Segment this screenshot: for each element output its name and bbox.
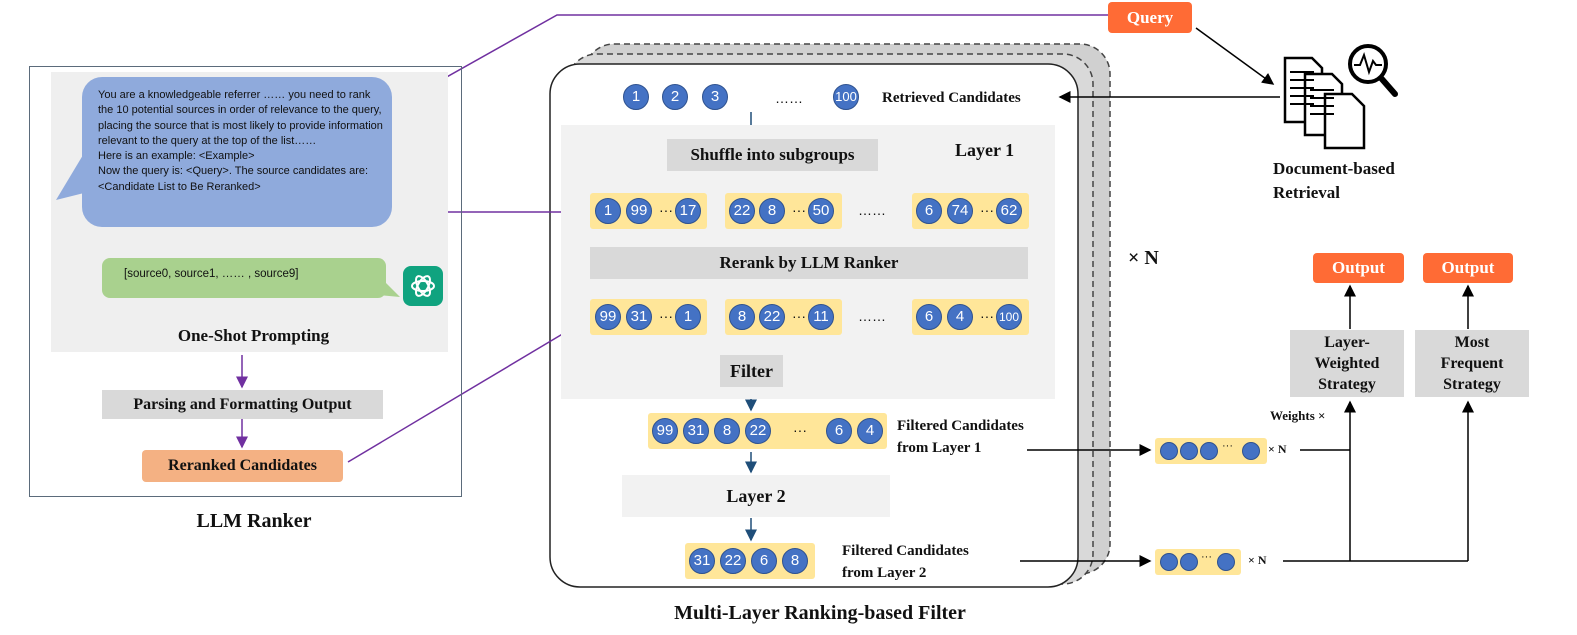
inner-ellipsis: ··· xyxy=(659,202,673,218)
candidate-circle: 31 xyxy=(626,304,652,330)
layer-weighted-strategy-box: Layer- Weighted Strategy xyxy=(1290,330,1404,397)
one-shot-label: One-Shot Prompting xyxy=(177,326,330,345)
query-box: Query xyxy=(1108,2,1192,33)
filtered-l1-ellipsis: ··· xyxy=(793,422,807,438)
times-n-small-2: × N xyxy=(1248,553,1267,567)
shuffle-box: Shuffle into subgroups xyxy=(667,139,878,171)
doc-retrieval-label-1: Document-based xyxy=(1273,159,1395,178)
prompt-bubble xyxy=(82,77,392,227)
candidate-circle: 100 xyxy=(996,304,1022,330)
candidate-circle: 8 xyxy=(782,548,808,574)
candidate-circle: 6 xyxy=(916,304,942,330)
most-frequent-line-2: Frequent xyxy=(1440,355,1504,372)
most-frequent-strategy-box: Most Frequent Strategy xyxy=(1415,330,1529,397)
most-frequent-line-1: Most xyxy=(1454,334,1490,351)
layer-weighted-line-2: Weighted xyxy=(1314,355,1380,372)
candidate-circle: 1 xyxy=(675,304,701,330)
prompt-query: Now the query is: <Query>. The source ca… xyxy=(98,165,369,193)
small-ellipsis: ··· xyxy=(1222,440,1233,452)
candidate-circle: 22 xyxy=(729,198,755,224)
retrieved-circle: 1 xyxy=(623,84,649,110)
times-n-small-1: × N xyxy=(1268,442,1287,456)
candidate-circle: 6 xyxy=(826,418,852,444)
small-circle xyxy=(1180,553,1198,571)
candidate-circle: 22 xyxy=(720,548,746,574)
llm-ranker-panel xyxy=(29,66,462,497)
between-ellipsis: …… xyxy=(858,308,886,324)
candidate-circle: 1 xyxy=(595,198,621,224)
small-circle xyxy=(1200,442,1218,460)
retrieved-ellipsis: …… xyxy=(775,90,803,106)
small-circle xyxy=(1217,553,1235,571)
candidate-circle: 22 xyxy=(759,304,785,330)
llm-ranker-title: LLM Ranker xyxy=(196,510,312,532)
small-circle xyxy=(1242,442,1260,460)
candidate-circle: 50 xyxy=(808,198,834,224)
retrieved-circle: 2 xyxy=(662,84,688,110)
parsing-box: Parsing and Formatting Output xyxy=(102,390,383,419)
layer-weighted-line-3: Strategy xyxy=(1318,376,1376,393)
document-retrieval-icon xyxy=(1283,44,1398,150)
candidate-circle: 6 xyxy=(751,548,777,574)
response-bubble xyxy=(102,258,386,298)
layer-weighted-line-1: Layer- xyxy=(1324,334,1370,351)
layer2-box: Layer 2 xyxy=(622,475,890,517)
candidate-circle: 4 xyxy=(857,418,883,444)
small-circle xyxy=(1160,442,1178,460)
prompt-bubble-tail xyxy=(56,150,96,200)
candidate-circle: 31 xyxy=(689,548,715,574)
candidate-circle: 99 xyxy=(652,418,678,444)
small-ellipsis: ··· xyxy=(1201,551,1212,563)
candidate-circle: 11 xyxy=(808,304,834,330)
most-frequent-line-3: Strategy xyxy=(1443,376,1501,393)
filtered-l1-label-2: from Layer 1 xyxy=(897,440,982,456)
response-bubble-tail xyxy=(378,275,400,297)
weights-label: Weights × xyxy=(1270,408,1326,423)
small-circle xyxy=(1160,553,1178,571)
inner-ellipsis: ··· xyxy=(792,308,806,324)
filtered-l1-label-1: Filtered Candidates xyxy=(897,418,1024,434)
candidate-circle: 74 xyxy=(947,198,973,224)
prompt-example: Here is an example: <Example> xyxy=(98,150,255,163)
candidate-circle: 31 xyxy=(683,418,709,444)
inner-ellipsis: ··· xyxy=(659,308,673,324)
candidate-circle: 6 xyxy=(916,198,942,224)
prompt-text: You are a knowledgeable referrer …… you … xyxy=(98,88,388,195)
candidate-circle: 22 xyxy=(745,418,771,444)
candidate-circle: 8 xyxy=(759,198,785,224)
candidate-circle: 4 xyxy=(947,304,973,330)
candidate-circle: 99 xyxy=(595,304,621,330)
retrieved-label: Retrieved Candidates xyxy=(882,90,1021,106)
chatgpt-icon xyxy=(403,266,443,306)
candidate-circle: 17 xyxy=(675,198,701,224)
filtered-l2-label-1: Filtered Candidates xyxy=(842,543,969,559)
prompt-body: You are a knowledgeable referrer …… you … xyxy=(98,89,383,147)
layer1-label: Layer 1 xyxy=(955,140,1015,160)
small-circle xyxy=(1180,442,1198,460)
retrieved-circle: 3 xyxy=(702,84,728,110)
rerank-box: Rerank by LLM Ranker xyxy=(590,247,1028,279)
candidate-circle: 8 xyxy=(714,418,740,444)
reranked-candidates-box: Reranked Candidates xyxy=(142,450,343,482)
output-box-layer-weighted: Output xyxy=(1313,253,1404,283)
retrieved-circle: 100 xyxy=(833,84,859,110)
inner-ellipsis: ··· xyxy=(980,202,994,218)
times-n-label: × N xyxy=(1128,247,1159,269)
filtered-l2-label-2: from Layer 2 xyxy=(842,565,927,581)
output-box-most-frequent: Output xyxy=(1423,253,1513,283)
candidate-circle: 99 xyxy=(626,198,652,224)
inner-ellipsis: ··· xyxy=(980,308,994,324)
filter-title: Multi-Layer Ranking-based Filter xyxy=(674,602,966,624)
response-text: [source0, source1, …… , source9] xyxy=(124,268,299,280)
doc-retrieval-label-2: Retrieval xyxy=(1273,183,1341,202)
candidate-circle: 8 xyxy=(729,304,755,330)
candidate-circle: 62 xyxy=(996,198,1022,224)
filter-box: Filter xyxy=(720,355,783,387)
between-ellipsis: …… xyxy=(858,202,886,218)
inner-ellipsis: ··· xyxy=(792,202,806,218)
